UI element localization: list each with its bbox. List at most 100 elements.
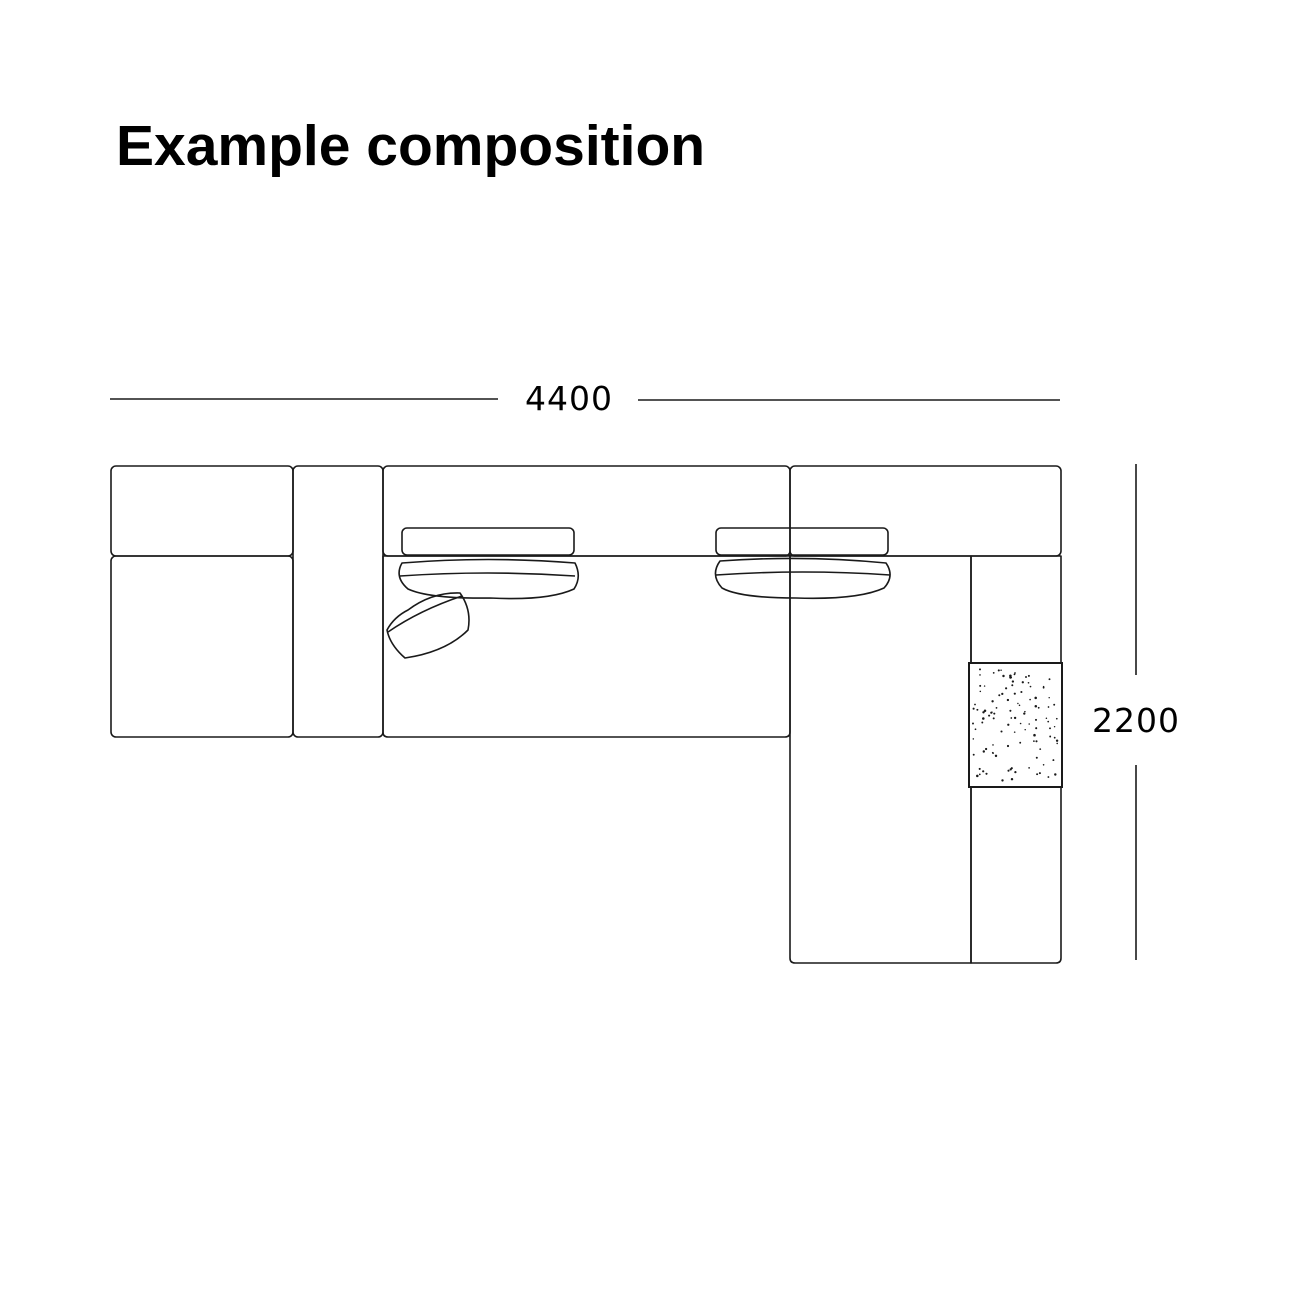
stipple-dot [1037,706,1040,709]
stipple-dot [1033,740,1035,742]
stipple-dot [1019,722,1022,725]
stipple-dot [1006,744,1010,748]
stipple-dot [1034,704,1038,708]
stipple-dot [1029,698,1031,701]
stipple-dot [1018,704,1021,707]
stipple-dot [994,754,998,758]
stipple-dot [972,707,975,710]
stipple-dot [976,774,979,778]
stipple-dot [972,722,974,725]
stipple-dot [1039,748,1042,750]
stipple-dot [1000,669,1002,671]
stipple-dot [1053,725,1056,728]
stipple-dot [1017,702,1019,705]
stipple-dot [1042,764,1045,766]
stipple-dot [1024,710,1026,713]
stipple-dot [1001,692,1004,696]
stipple-dot [1002,674,1005,678]
stipple-dot [1055,717,1058,720]
stipple-dot [1013,731,1016,733]
stipple-dot [1034,696,1037,700]
stipple-dot [978,668,982,671]
stipple-dot [1013,673,1016,676]
stipple-dot [979,690,982,693]
stipple-dot [984,747,988,751]
stipple-dot [1020,690,1023,694]
stipple-dot [1009,768,1012,771]
throw-pillow-right [714,557,891,600]
stipple-dot [993,712,996,715]
width-dimension-label: 4400 [525,379,613,418]
stipple-dot [1007,723,1010,726]
stipple-dot [1048,696,1050,699]
stipple-dot [1025,676,1027,678]
stipple-dot [1049,735,1052,738]
stipple-dot [1047,720,1050,723]
stipple-dot [982,750,986,753]
stipple-dot [983,709,987,713]
stipple-dot [1028,723,1030,725]
stipple-dot [985,772,988,775]
bolster-cushion-left [401,527,575,556]
stipple-dot [1009,674,1012,678]
stipple-dot [1011,684,1014,687]
stipple-dot [991,751,994,754]
stipple-dot [979,684,982,687]
stipple-dot [1029,685,1032,688]
stipple-dot [998,694,1001,697]
stipple-dot [1036,773,1039,776]
stipple-dot [1048,678,1051,681]
stipple-dot [1034,718,1038,721]
stipple-dot [978,773,981,776]
stipple-dot [997,669,1000,672]
stipple-dot [1056,742,1058,745]
stipple-dot [1028,767,1030,769]
stipple-dot [995,707,998,709]
corner-chaise-module [789,465,1062,964]
stipple-dot [1042,686,1045,689]
stipple-dot [974,728,977,731]
stipple-dot [1035,756,1038,759]
stipple-dot [992,717,995,720]
stipple-dot [983,685,986,687]
textured-cushion [968,662,1063,788]
stipple-dot [1024,728,1026,731]
stipple-dot [978,767,981,770]
stipple-dot [1021,681,1024,684]
stipple-dot [1010,717,1013,719]
left-backrest [110,465,294,557]
stipple-dot [1027,674,1030,677]
stipple-dot [1007,769,1010,772]
depth-dimension-label: 2200 [1092,701,1180,740]
stipple-dot [982,711,985,714]
stipple-dot [1006,698,1010,702]
stipple-dot [991,700,994,703]
stipple-dot [992,744,994,746]
stipple-dot [1013,692,1016,695]
stipple-dot [982,770,985,773]
width-dimension: 4400 [110,379,1060,418]
stipple-dot [976,708,979,711]
left-end-module [110,465,294,738]
stipple-dot [1047,706,1050,708]
stipple-dot [972,738,975,740]
stipple-dot [1052,759,1055,762]
stipple-dot [1047,776,1050,778]
stipple-dot [1055,739,1059,742]
bolster-cushion-right [715,527,889,556]
stipple-dot [1054,773,1057,776]
stipple-dot [1013,716,1017,720]
stipple-dot [1053,703,1056,706]
page-title: Example composition [116,114,706,178]
stipple-dot [1049,727,1051,730]
stipple-dot [1005,687,1008,690]
stipple-dot [979,674,981,676]
throw-pillow-tilted [386,592,470,659]
stipple-dot [992,671,995,674]
stipple-dot [1023,712,1026,715]
stipple-dot [1045,717,1048,719]
stipple-dot [1035,740,1038,743]
stipple-dot [981,721,984,724]
left-seat [110,555,294,738]
